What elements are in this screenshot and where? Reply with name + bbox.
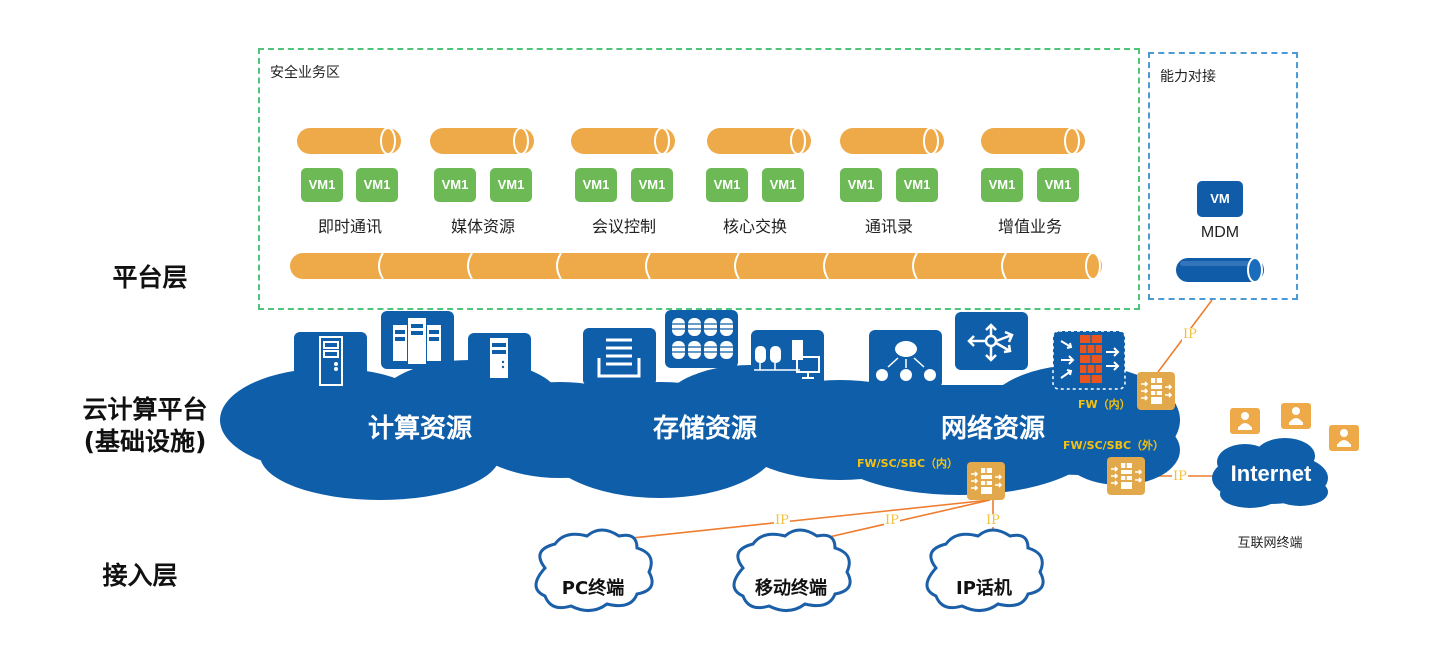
vm-badge: VM1 xyxy=(301,168,343,202)
compute-resources-label: 计算资源 xyxy=(367,414,472,444)
vm-badge: VM1 xyxy=(840,168,882,202)
vm-badge: VM1 xyxy=(575,168,617,202)
layer-label-cloud: 云计算平台 xyxy=(82,395,208,424)
fw-sc-sbc-outer-label: FW/SC/SBC（外） xyxy=(1063,439,1165,452)
ip-phone-label: IP话机 xyxy=(956,578,1012,599)
vm-badge: VM1 xyxy=(1037,168,1079,202)
internet-user-icon xyxy=(1281,403,1311,429)
vm-badge: VM1 xyxy=(356,168,398,202)
service-name: 即时通讯 xyxy=(317,217,382,236)
ip-label-pc: IP xyxy=(774,513,790,528)
ip-phone-cloud xyxy=(925,528,1045,612)
mobile-terminal-label: 移动终端 xyxy=(755,578,827,599)
vm-badge: VM1 xyxy=(706,168,748,202)
ip-label-mdm: IP xyxy=(1182,327,1198,342)
mdm-label: MDM xyxy=(1200,224,1240,241)
vm-badge: VM1 xyxy=(434,168,476,202)
service-bus-pipe xyxy=(290,252,1102,280)
service-pipe xyxy=(840,127,944,155)
service-name: 核心交换 xyxy=(722,217,787,236)
ip-link-pc xyxy=(603,499,991,542)
service-pipes xyxy=(297,127,1085,155)
service-name: 会议控制 xyxy=(591,217,656,236)
internet-terminals-caption: 互联网终端 xyxy=(1237,536,1303,551)
san-storage-icon xyxy=(754,340,820,379)
ip-label-phone: IP xyxy=(985,513,1001,528)
internet-label: Internet xyxy=(1230,461,1312,486)
service-pipe xyxy=(430,127,534,155)
server-icon xyxy=(490,338,508,378)
terminal-clouds xyxy=(534,528,1045,612)
fw-inner-label: FW（内） xyxy=(1078,398,1131,411)
firewall-boundary-icon xyxy=(1136,371,1176,411)
server-tower-icon xyxy=(319,336,343,386)
network-resources-label: 网络资源 xyxy=(940,414,1045,444)
capability-zone-title: 能力对接 xyxy=(1160,69,1216,85)
internet-user-icon xyxy=(1329,425,1359,451)
mdm-pipe xyxy=(1176,257,1264,283)
service-name: 增值业务 xyxy=(997,217,1062,236)
service-pipe xyxy=(981,127,1085,155)
storage-tray-icon xyxy=(597,338,641,378)
network-tab-2 xyxy=(955,312,1028,370)
vm-badge: VM1 xyxy=(762,168,804,202)
mdm-vm-badge: VM xyxy=(1197,181,1243,217)
layer-label-access: 接入层 xyxy=(102,561,178,590)
secure-business-zone: 安全业务区 xyxy=(258,48,1140,310)
pc-terminal-label: PC终端 xyxy=(561,578,625,599)
layer-label-platform: 平台层 xyxy=(112,263,188,292)
ip-label-internet: IP xyxy=(1172,469,1188,484)
fw-sc-sbc-outer-icon xyxy=(1106,456,1146,496)
mobile-terminal-cloud xyxy=(732,528,852,612)
secure-zone-title: 安全业务区 xyxy=(270,65,340,81)
service-pipe xyxy=(297,127,401,155)
capability-zone: 能力对接 xyxy=(1148,52,1298,300)
service-name: 媒体资源 xyxy=(450,217,515,236)
router-icon xyxy=(967,323,1014,362)
vm-badge: VM1 xyxy=(981,168,1023,202)
infrastructure-cloud xyxy=(220,310,1180,500)
vm-badge: VM1 xyxy=(631,168,673,202)
layer-label-cloud-sub: (基础设施) xyxy=(83,427,207,456)
ip-label-mobile: IP xyxy=(884,513,900,528)
vm-badge: VM1 xyxy=(896,168,938,202)
firewall-inner-icon xyxy=(1052,330,1126,390)
pc-terminal-cloud xyxy=(534,528,654,612)
internet-cloud xyxy=(1212,438,1328,508)
load-balancer-icon xyxy=(876,341,936,381)
fw-sc-sbc-inner-label: FW/SC/SBC（内） xyxy=(857,457,959,470)
service-pipe xyxy=(707,127,811,155)
service-pipe xyxy=(571,127,675,155)
service-name: 通讯录 xyxy=(864,217,913,236)
fw-sc-sbc-inner-icon xyxy=(966,461,1006,501)
database-array-icon xyxy=(672,318,733,359)
internet-user-icon xyxy=(1230,408,1260,434)
storage-resources-label: 存储资源 xyxy=(652,414,757,444)
vm-badge: VM1 xyxy=(490,168,532,202)
server-cluster-icon xyxy=(393,318,441,364)
